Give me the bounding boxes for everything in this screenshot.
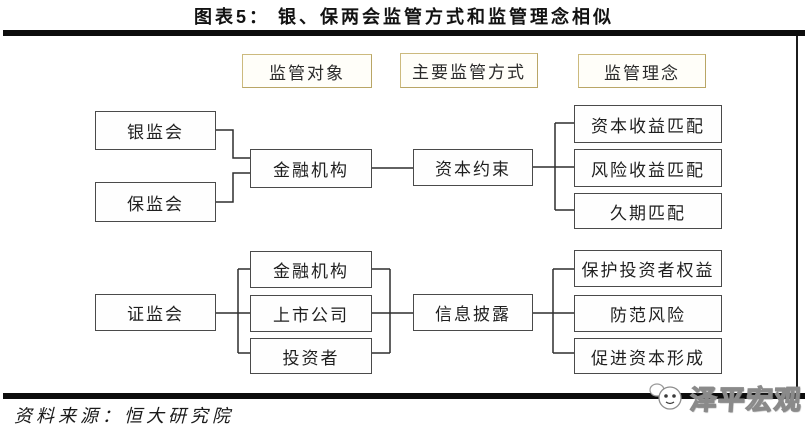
node-capital-constraint: 资本约束	[413, 149, 533, 186]
chart-title: 图表5： 银、保两会监管方式和监管理念相似	[193, 7, 614, 27]
node-prevent-risk: 防范风险	[574, 295, 722, 332]
watermark: 泽平宏观	[648, 376, 803, 418]
node-protect-investor-rights: 保护投资者权益	[574, 250, 722, 287]
column-header-main-methods: 主要监管方式	[400, 53, 538, 88]
node-investors: 投资者	[250, 338, 372, 374]
node-capital-return-matching: 资本收益匹配	[574, 105, 722, 143]
column-header-concepts: 监管理念	[578, 54, 706, 88]
watermark-text: 泽平宏观	[688, 384, 803, 415]
node-financial-institutions-bottom: 金融机构	[250, 251, 372, 288]
bottom-rule	[3, 393, 805, 399]
column-header-regulatory-objects: 监管对象	[242, 54, 372, 88]
node-cbrc: 银监会	[95, 111, 216, 150]
node-csrc: 证监会	[95, 294, 216, 331]
node-financial-institutions-top: 金融机构	[250, 149, 372, 188]
node-listed-companies: 上市公司	[250, 295, 372, 332]
node-circ: 保监会	[95, 182, 216, 222]
source-note: 资料来源：恒大研究院	[14, 406, 234, 426]
node-duration-matching: 久期匹配	[574, 193, 722, 229]
node-promote-capital-formation: 促进资本形成	[574, 338, 722, 374]
zeping-macro-logo-icon	[649, 383, 682, 410]
node-information-disclosure: 信息披露	[413, 294, 533, 331]
top-rule	[3, 30, 805, 36]
right-border-rule	[796, 36, 798, 393]
node-risk-return-matching: 风险收益匹配	[574, 149, 722, 187]
